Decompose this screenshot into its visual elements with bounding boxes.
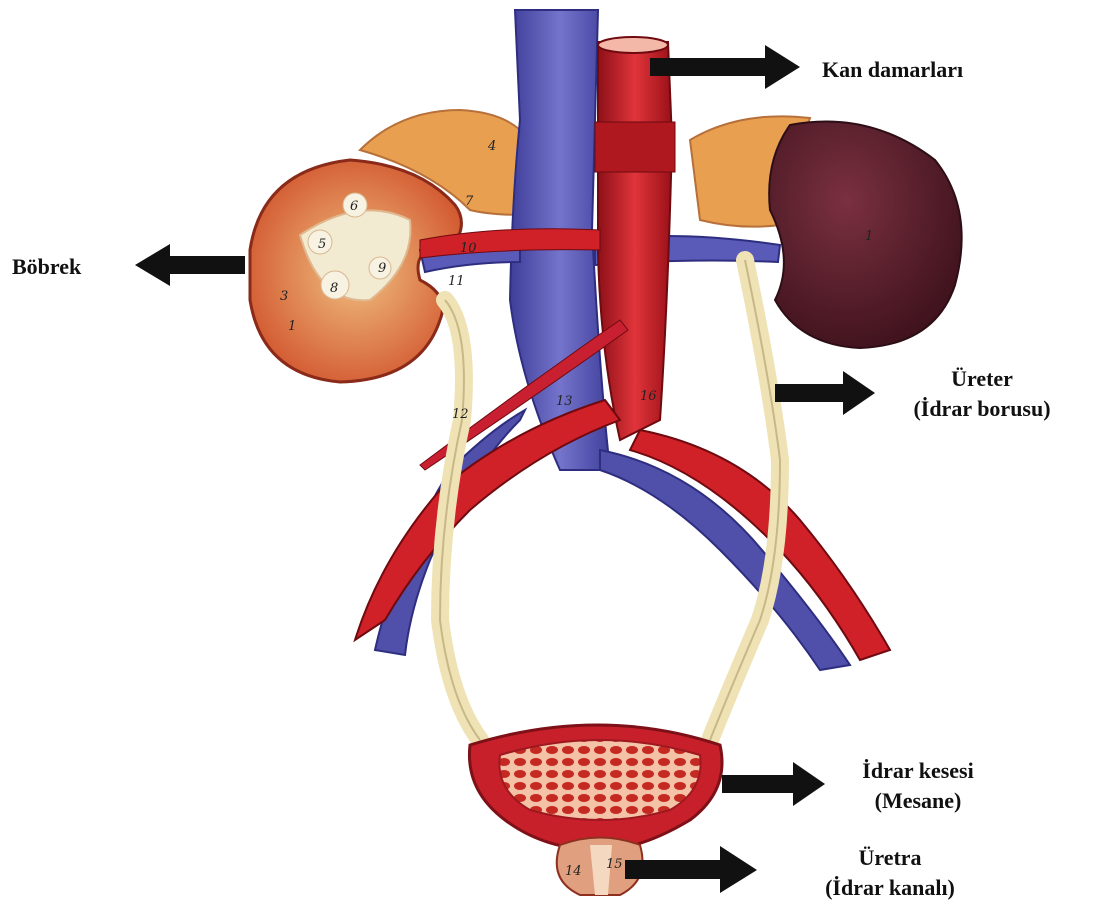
arrow-ureter (775, 371, 875, 415)
model-number-4: 4 (487, 139, 496, 154)
label-bobrek: Böbrek (12, 252, 81, 282)
label-idrar-kesesi-line2: (Mesane) (818, 786, 1018, 816)
model-number-12: 12 (452, 407, 469, 422)
label-idrar-kesesi-line1: İdrar kesesi (818, 756, 1018, 786)
label-uretra: Üretra (İdrar kanalı) (770, 843, 1010, 903)
label-kan-damarlari: Kan damarları (822, 55, 963, 85)
model-number-7: 7 (465, 194, 474, 209)
arrow-kan-damarlari (650, 45, 800, 89)
model-number-1-right: 1 (865, 229, 873, 244)
arrow-uretra (625, 846, 757, 893)
label-uretra-line2: (İdrar kanalı) (770, 873, 1010, 903)
label-ureter-line2: (İdrar borusu) (868, 394, 1096, 424)
model-number-8: 8 (330, 281, 338, 296)
label-ureter-line1: Üreter (868, 364, 1096, 394)
model-number-15: 15 (606, 857, 623, 872)
model-number-16: 16 (640, 389, 657, 404)
aorta-opening (598, 37, 668, 53)
model-number-14: 14 (565, 864, 582, 879)
aorta (598, 42, 672, 440)
model-number-13: 13 (556, 394, 573, 409)
arrow-bobrek (135, 244, 245, 286)
arrow-idrar-kesesi (722, 762, 825, 806)
model-number-3: 3 (280, 289, 288, 304)
label-ureter: Üreter (İdrar borusu) (868, 364, 1096, 424)
model-number-1: 1 (288, 319, 296, 334)
model-number-11: 11 (448, 274, 465, 289)
label-uretra-line1: Üretra (770, 843, 1010, 873)
model-number-9: 9 (378, 261, 386, 276)
model-number-6: 6 (350, 199, 358, 214)
model-number-5: 5 (318, 237, 326, 252)
model-number-10: 10 (460, 241, 477, 256)
label-idrar-kesesi: İdrar kesesi (Mesane) (818, 756, 1018, 816)
